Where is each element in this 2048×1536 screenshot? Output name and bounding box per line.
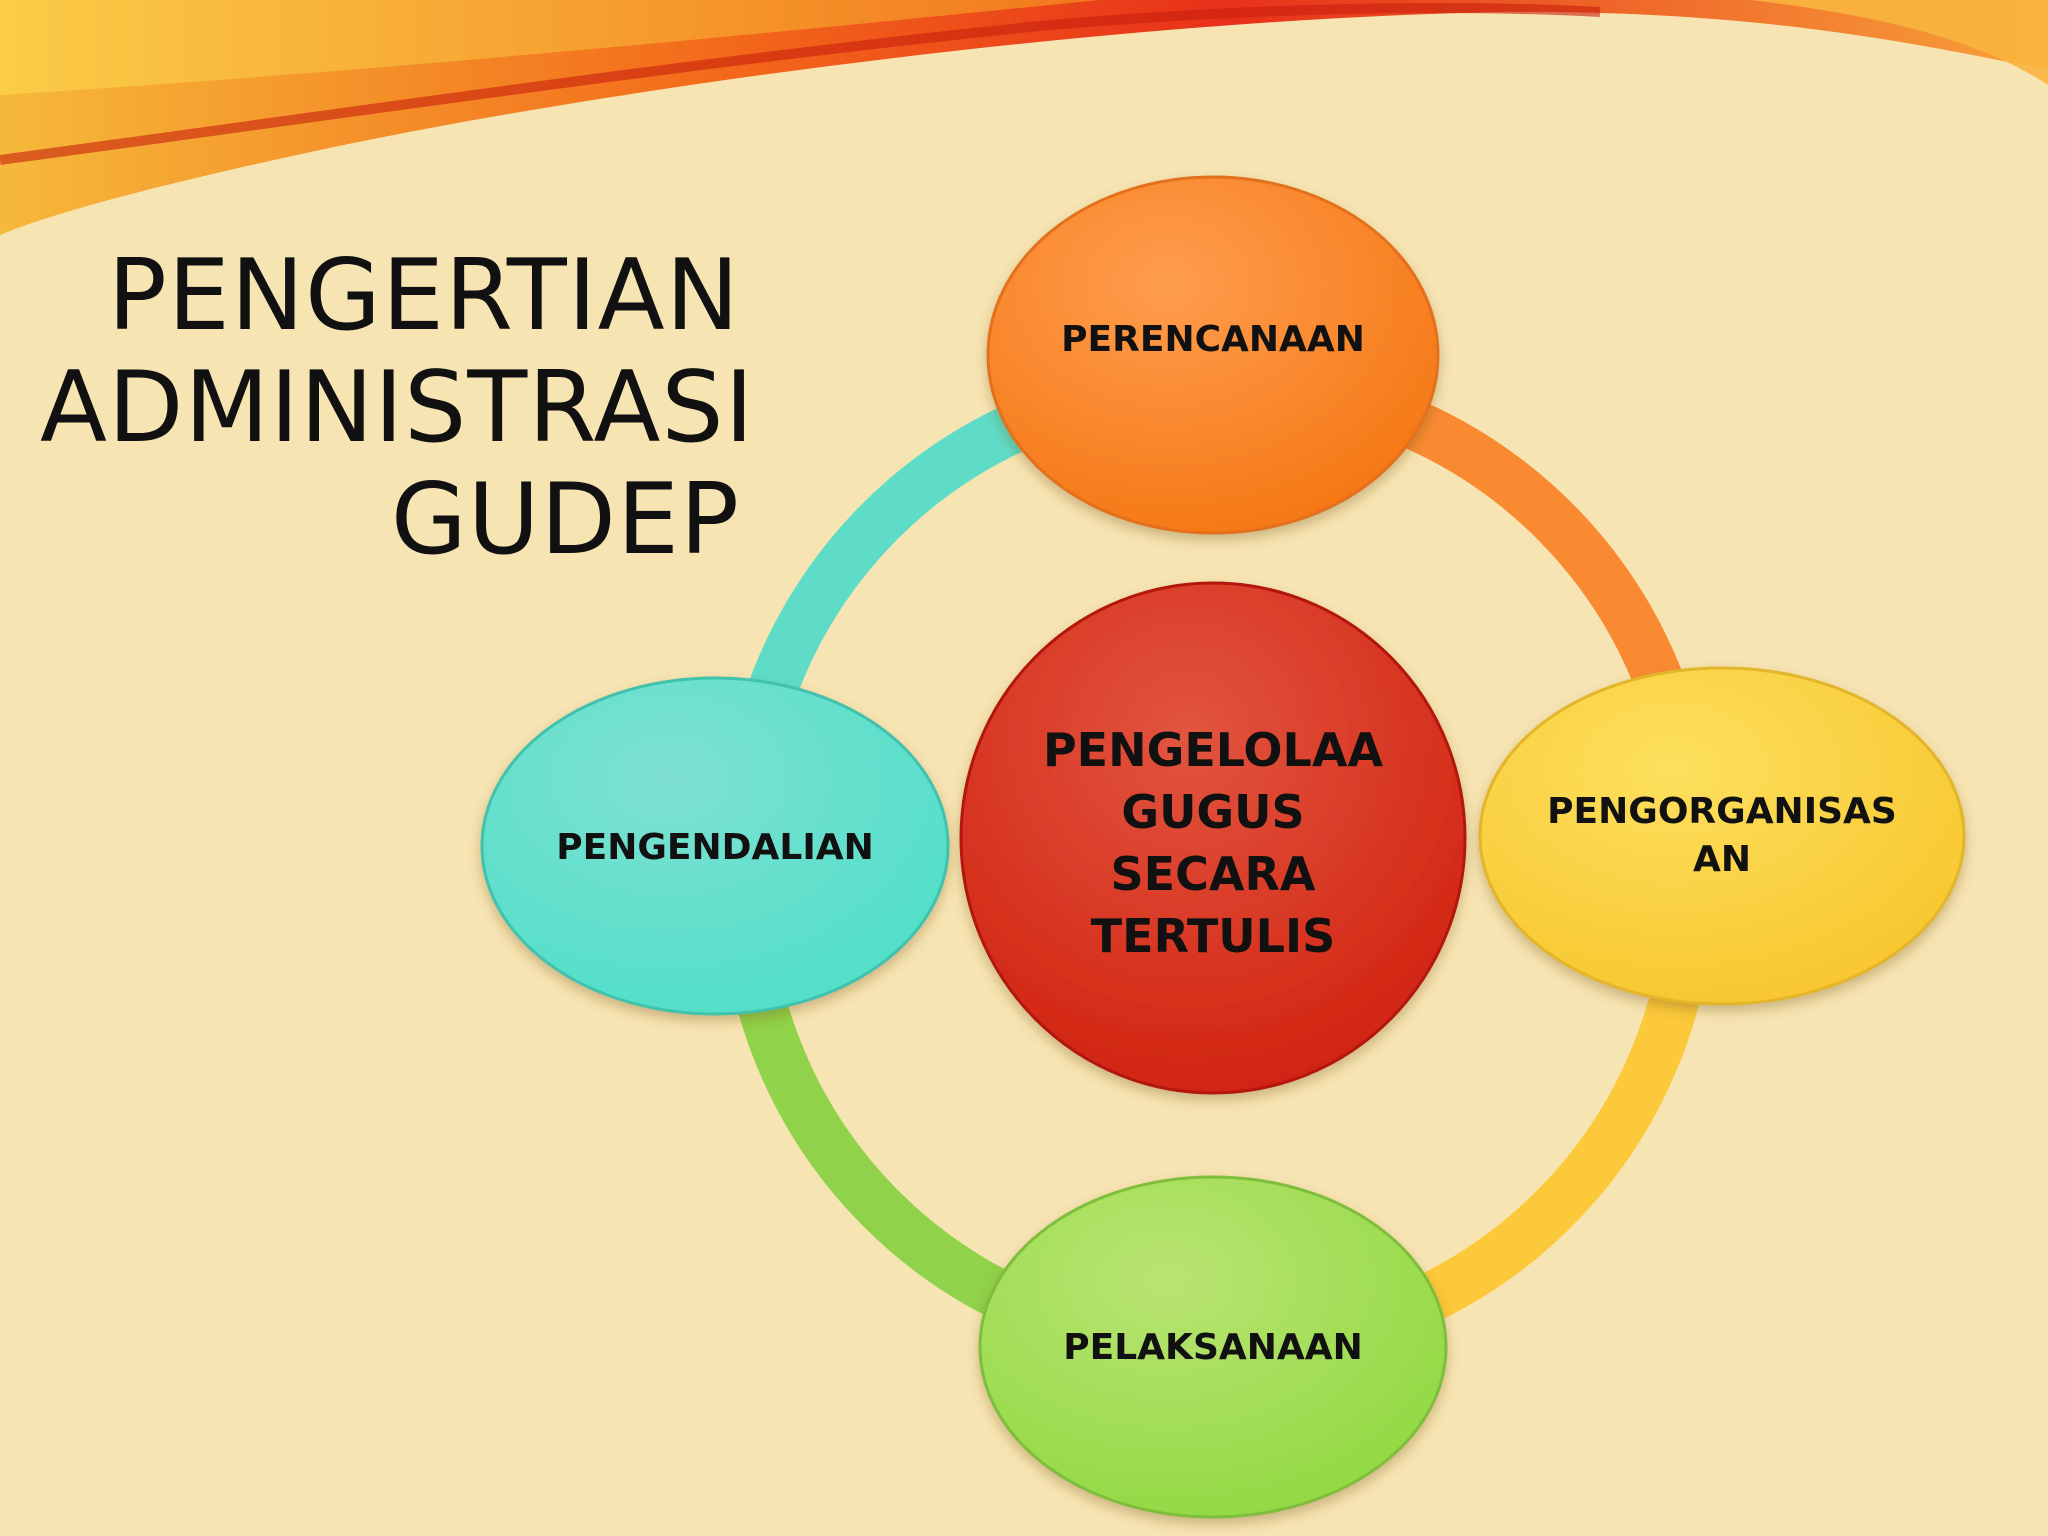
center-text-3: SECARA [1110, 847, 1316, 901]
title-line-1: PENGERTIAN [107, 239, 740, 353]
node-perencanaan-text: PERENCANAAN [1061, 319, 1365, 360]
center-text-4: TERTULIS [1090, 909, 1336, 963]
node-pengorganisasian-label: PENGORGANISAS AN [1522, 786, 1922, 886]
node-pengendalian-text: PENGENDALIAN [556, 827, 874, 868]
center-label: PENGELOLAA GUGUS SECARA TERTULIS [1013, 713, 1413, 973]
node-pelaksanaan-text: PELAKSANAAN [1063, 1327, 1363, 1368]
center-text-1: PENGELOLAA [1042, 723, 1384, 777]
title-line-2: ADMINISTRASI [40, 351, 755, 465]
node-pengorganisasian-text-1: PENGORGANISAS [1547, 791, 1897, 832]
center-circle-shape [959, 581, 1467, 1095]
title-line-3: GUDEP [390, 463, 740, 577]
node-pengorganisasian-text-2: AN [1693, 839, 1751, 880]
node-pelaksanaan-shape [978, 1175, 1448, 1519]
node-perencanaan-label: PERENCANAAN [1013, 305, 1413, 375]
node-pengendalian-label: PENGENDALIAN [515, 813, 915, 883]
node-pelaksanaan-label: PELAKSANAAN [1013, 1313, 1413, 1383]
slide-title: PENGERTIAN ADMINISTRASI GUDEP [40, 239, 755, 577]
center-text-2: GUGUS [1121, 785, 1305, 839]
top-banner-decoration [0, 0, 2048, 235]
node-pengorganisasian-shape [1478, 666, 1966, 1006]
node-perencanaan-shape [986, 175, 1440, 535]
node-pengendalian-shape [480, 676, 950, 1016]
